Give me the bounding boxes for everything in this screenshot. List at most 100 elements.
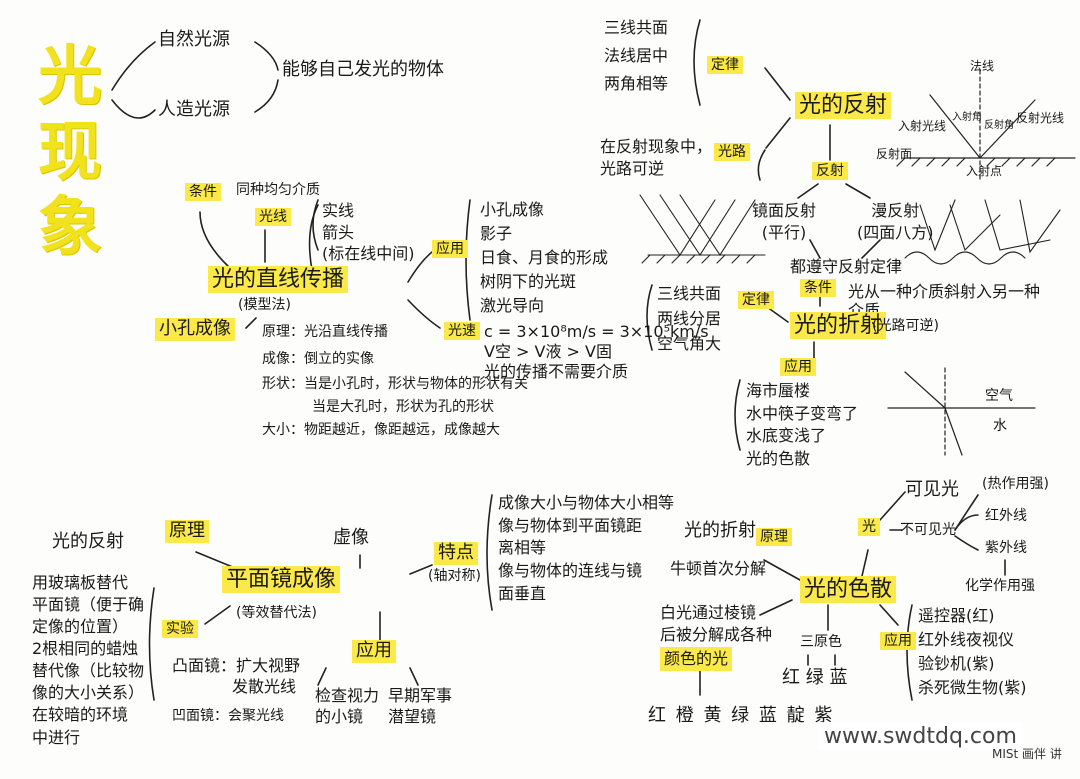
concave-mirror: 凹面镜：会聚光线: [172, 708, 284, 724]
cond-line: 光从一种介质斜射入另一种: [848, 282, 1041, 301]
apply-line: 潜望镜: [388, 706, 437, 726]
mirror-principle-tag: 原理: [165, 520, 209, 543]
refraction-reversible: (光路可逆): [872, 318, 939, 334]
specular-note: (平行): [761, 222, 807, 242]
fig-incident-label: 入射光线: [898, 119, 947, 133]
law-point: 两线分居: [657, 308, 722, 328]
fig-air-label: 空气: [985, 388, 1013, 404]
law-point: 法线居中: [604, 46, 669, 65]
apply-item: 遥控器(红): [918, 606, 995, 625]
mirror-main: 平面镜成像: [222, 566, 341, 594]
fig-water-label: 水: [993, 418, 1007, 434]
law-point: 三线共面: [604, 18, 669, 37]
refraction-law-points: 三线共面 两线分居 空气角大: [657, 282, 721, 356]
reflection-path-text: 在反射现象中， 光路可逆: [600, 136, 712, 179]
reflection-law-points: 三线共面 法线居中 两角相等: [604, 14, 668, 98]
visible-light: 可见光: [905, 479, 959, 500]
apply-item: 树阴下的光斑: [480, 272, 577, 291]
dispersion-principle-source: 光的折射: [684, 520, 756, 541]
invisible-light: 不可见光: [900, 522, 956, 538]
condition-text: 同种均匀介质: [236, 182, 320, 198]
both-obey-law: 都遵守反射定律: [790, 257, 903, 276]
speed-line: c = 3×10⁸m/s = 3×10⁵km/s: [484, 322, 709, 341]
color-spectrum: 红 橙 黄 绿 蓝 靛 紫: [648, 705, 835, 726]
ray-point: 箭头: [322, 222, 355, 242]
title-char-3: 象: [38, 191, 102, 266]
feature-line: 像与物体到平面镜距: [498, 515, 643, 535]
linear-model: (模型法): [238, 297, 291, 313]
exp-line: 2根相同的蜡烛: [32, 639, 139, 659]
ultraviolet: 紫外线: [985, 540, 1027, 556]
newton-first: 牛顿首次分解: [670, 559, 767, 578]
dispersion-apply-list: 遥控器(红) 红外线夜视仪 验钞机(紫) 杀死微生物(紫): [918, 604, 1027, 700]
heat-effect: (热作用强): [982, 476, 1049, 492]
convex-mirror: 凸面镜：扩大视野 发散光线: [172, 656, 300, 698]
feature-line: 面垂直: [498, 583, 547, 603]
fig-normal-label: 法线: [970, 59, 995, 73]
primary-colors: 红 绿 蓝: [782, 667, 848, 688]
prism-line: 白光通过棱镜: [660, 603, 757, 622]
linear-apply-tag: 应用: [432, 240, 468, 259]
reflection-kind-tag: 反射: [812, 162, 848, 181]
pinhole-shape-1: 形状：当是小孔时，形状与物体的形状有关: [262, 376, 528, 392]
apply-item: 红外线夜视仪: [918, 630, 1015, 649]
path-line: 光路可逆: [600, 158, 665, 178]
reflection-law-tag: 定律: [707, 56, 743, 75]
mirror-model: (等效替代法): [236, 605, 317, 621]
feature-line: 像与物体的连线与镜: [498, 561, 643, 581]
mirror-feature-sub: (轴对称): [428, 568, 481, 584]
author-signature: MISt 画伴 讲: [992, 747, 1062, 761]
law-point: 两角相等: [604, 74, 669, 93]
mirror-exp-text: 用玻璃板替代 平面镜（便于确 定像的位置） 2根相同的蜡烛 替代像（比较物 像的…: [32, 572, 144, 749]
mirror-apply-tag: 应用: [352, 640, 396, 663]
pinhole-image: 成像：倒立的实像: [262, 351, 374, 367]
refraction-apply-list: 海市蜃楼 水中筷子变弯了 水底变浅了 光的色散: [746, 380, 858, 471]
speed-line: V空 > V液 > V固: [484, 342, 612, 361]
condition-tag: 条件: [185, 183, 221, 202]
law-point: 空气角大: [657, 333, 722, 353]
mirror-apply-1: 检查视力 的小镜: [315, 686, 379, 728]
natural-source: 自然光源: [158, 29, 230, 50]
chemical-effect: 化学作用强: [965, 578, 1035, 594]
convex-line: 凸面镜：扩大视野: [172, 656, 301, 675]
mirror-apply-2: 早期军事 潜望镜: [388, 686, 452, 728]
mirror-feature-list: 成像大小与物体大小相等 像与物体到平面镜距 离相等 像与物体的连线与镜 面垂直: [498, 492, 674, 606]
mirror-feature-tag: 特点: [434, 542, 478, 565]
light-tag: 光: [858, 518, 880, 537]
pinhole-principle: 原理：光沿直线传播: [262, 324, 388, 340]
refraction-cond-tag: 条件: [800, 279, 836, 298]
apply-line: 检查视力: [315, 686, 380, 705]
diffuse-label: 漫反射: [871, 201, 920, 220]
pinhole-shape-2: 当是大孔时，形状为孔的形状: [312, 399, 494, 415]
infrared: 红外线: [985, 508, 1027, 524]
exp-line: 替代像（比较物: [32, 661, 145, 681]
fig-point-label: 入射点: [966, 164, 1003, 178]
convex-line: 发散光线: [232, 676, 297, 696]
mirror-principle-source: 光的反射: [52, 531, 124, 552]
exp-line: 平面镜（便于确: [32, 595, 145, 615]
fig-reflected-label: 反射光线: [1016, 111, 1065, 125]
dispersion-principle-tag: 原理: [756, 528, 792, 547]
apply-item: 日食、月食的形成: [480, 248, 609, 267]
apply-item: 光的色散: [746, 449, 811, 469]
apply-item: 激光导向: [480, 296, 545, 315]
feature-line: 成像大小与物体大小相等: [498, 493, 675, 512]
dispersion-apply-tag: 应用: [880, 632, 916, 651]
title-char-1: 光: [38, 40, 102, 114]
apply-item: 海市蜃楼: [746, 381, 811, 400]
ray-points: 实线 箭头 (标在线中间): [322, 200, 415, 265]
fig-surface-label: 反射面: [876, 147, 913, 161]
exp-line: 定像的位置）: [32, 617, 129, 637]
law-point: 三线共面: [657, 284, 722, 303]
dispersion-main: 光的色散: [800, 576, 897, 604]
apply-item: 杀死微生物(紫): [918, 678, 1027, 697]
exp-line: 像的大小关系）: [32, 683, 145, 703]
fig-angle-out-label: 反射角: [984, 120, 1014, 131]
speed-lines: c = 3×10⁸m/s = 3×10⁵km/s V空 > V液 > V固 光的…: [484, 322, 709, 382]
prism-text: 白光通过棱镜 后被分解成各种 颜色的光: [660, 602, 772, 672]
watermark: www.swdtdq.com: [818, 722, 1023, 751]
prism-line: 颜色的光: [660, 646, 733, 672]
feature-line: 离相等: [498, 538, 547, 558]
specular-reflection: 镜面反射 (平行): [752, 200, 816, 243]
